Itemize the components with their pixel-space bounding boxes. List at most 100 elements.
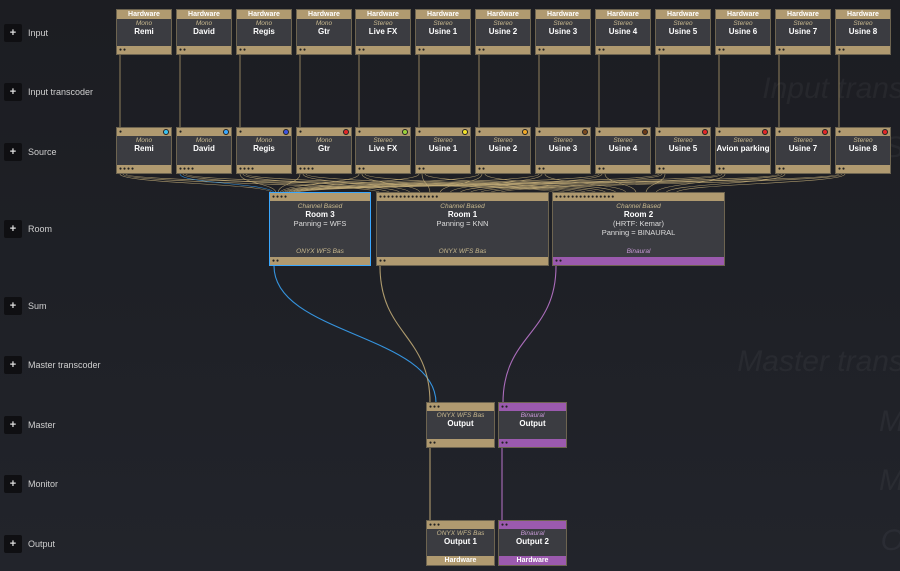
row-label: Input transcoder — [28, 87, 94, 97]
source-color-dot[interactable] — [163, 129, 169, 135]
input-mode: Mono — [315, 20, 333, 27]
connection-wire — [645, 173, 666, 194]
source-port-bar: ●● — [776, 165, 830, 173]
connection-wire — [179, 173, 275, 194]
port-dots: ●● — [478, 47, 487, 53]
source-color-dot[interactable] — [283, 129, 289, 135]
add-source-button[interactable]: + — [4, 143, 22, 161]
source-port-bar: ●●●● — [177, 165, 231, 173]
input-port-bar: ●● — [297, 46, 351, 54]
source-color-dot[interactable] — [582, 129, 588, 135]
connection-wire — [281, 173, 420, 194]
source-color-dot[interactable] — [223, 129, 229, 135]
room-node-room2[interactable]: ●●●●●●●●●●●●●●● Channel Based Room 2 (HR… — [552, 192, 725, 266]
input-name: Usine 6 — [728, 27, 758, 36]
source-top-bar: ● — [416, 128, 470, 136]
source-port-bar: ●● — [596, 165, 650, 173]
port-dots: ●● — [538, 47, 547, 53]
source-port-bar: ●● — [476, 165, 530, 173]
master-node-onyx[interactable]: ●●● ONYX WFS Bas Output ●● — [426, 402, 495, 448]
connection-wire — [285, 173, 540, 194]
add-master-transcoder-button[interactable]: + — [4, 356, 22, 374]
add-monitor-button[interactable]: + — [4, 475, 22, 493]
input-mode: Stereo — [733, 20, 753, 27]
connection-wire — [379, 265, 431, 404]
input-port-bar: ●● — [596, 46, 650, 54]
input-mode: Stereo — [493, 20, 513, 27]
input-name: Usine 7 — [788, 27, 818, 36]
room-tag: ONYX WFS Bas — [296, 248, 344, 255]
row-label: Input — [28, 28, 49, 38]
add-room-button[interactable]: + — [4, 220, 22, 238]
source-color-dot[interactable] — [522, 129, 528, 135]
room-node-room1[interactable]: ●●●●●●●●●●●●●●● Channel Based Room 1 Pan… — [376, 192, 549, 266]
port-dots: ● — [778, 129, 783, 135]
add-master-button[interactable]: + — [4, 416, 22, 434]
input-name: Usine 1 — [428, 27, 458, 36]
output-node-2[interactable]: ●● Binaural Output 2 Hardware — [498, 520, 567, 566]
source-color-dot[interactable] — [642, 129, 648, 135]
row-label: Output — [28, 539, 56, 549]
room-name: Room 3 — [305, 210, 335, 219]
port-dots: ● — [119, 129, 124, 135]
connection-wire — [295, 173, 840, 194]
add-sum-button[interactable]: + — [4, 297, 22, 315]
room-node-room3[interactable]: ●●●● Channel Based Room 3 Panning = WFS … — [269, 192, 371, 266]
connection-wire — [302, 173, 411, 194]
add-input-transcoder-button[interactable]: + — [4, 83, 22, 101]
add-output-button[interactable]: + — [4, 535, 22, 553]
input-port-bar: ●● — [836, 46, 890, 54]
room-mode: Channel Based — [616, 203, 661, 210]
master-node-binaural[interactable]: ●● Binaural Output ●● — [498, 402, 567, 448]
source-color-dot[interactable] — [822, 129, 828, 135]
input-hardware-label: Hardware — [836, 10, 890, 19]
source-color-dot[interactable] — [402, 129, 408, 135]
row-sum: + Sum — [4, 296, 47, 316]
output-node-1[interactable]: ●●● ONYX WFS Bas Output 1 Hardware — [426, 520, 495, 566]
connection-wire — [499, 173, 843, 194]
source-color-dot[interactable] — [762, 129, 768, 135]
add-input-button[interactable]: + — [4, 24, 22, 42]
source-color-dot[interactable] — [702, 129, 708, 135]
port-dots: ●● — [358, 166, 367, 172]
source-top-bar: ● — [177, 128, 231, 136]
port-dots: ●● — [418, 166, 427, 172]
room-panning: Panning = BINAURAL — [601, 228, 676, 237]
output-mode: Binaural — [520, 530, 545, 537]
source-color-dot[interactable] — [882, 129, 888, 135]
input-mode: Stereo — [433, 20, 453, 27]
source-color-dot[interactable] — [462, 129, 468, 135]
source-color-dot[interactable] — [343, 129, 349, 135]
source-name: David — [193, 144, 215, 153]
input-mode: Stereo — [673, 20, 693, 27]
input-name: Usine 4 — [608, 27, 638, 36]
